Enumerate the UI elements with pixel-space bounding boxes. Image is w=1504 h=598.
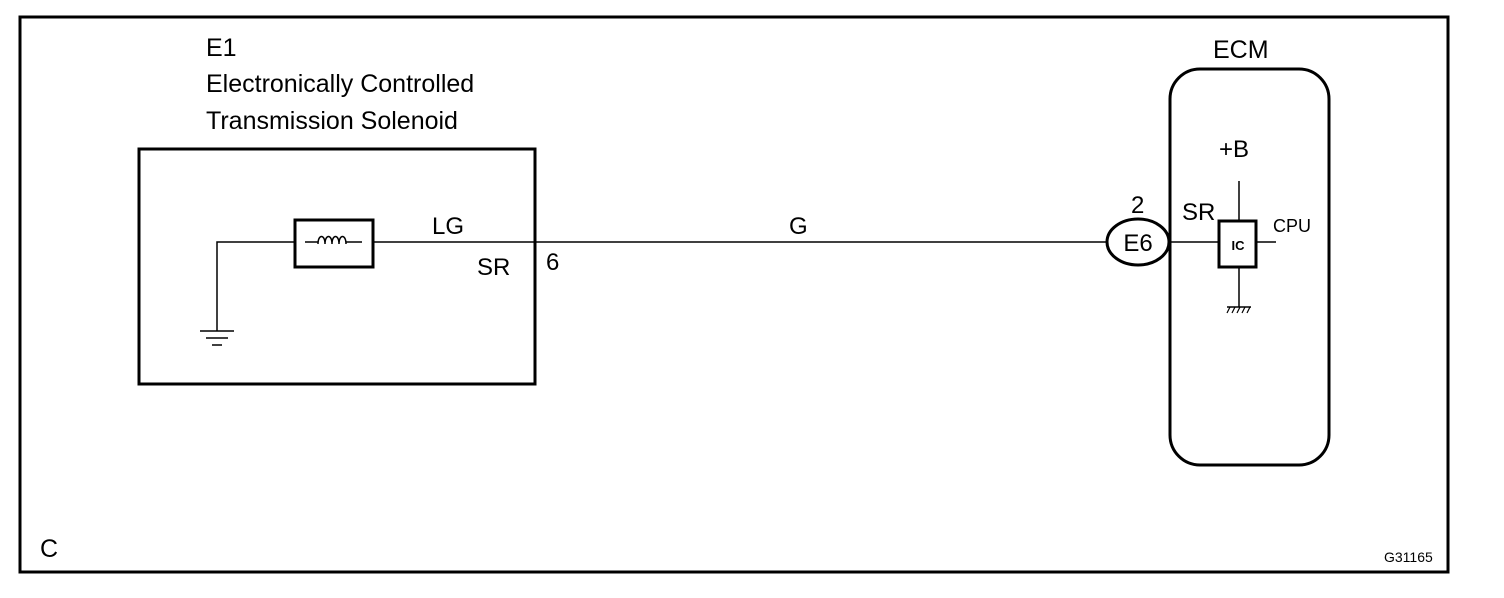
diagram-frame xyxy=(18,15,1450,574)
cpu-label: CPU xyxy=(1273,216,1311,236)
corner-label: C xyxy=(40,535,58,563)
solenoid-coil-icon xyxy=(293,218,375,269)
ecm-pin-number: 2 xyxy=(1131,192,1144,219)
ic-chip xyxy=(1217,219,1258,269)
e1-pin-number: 6 xyxy=(546,249,559,276)
figure-code: G31165 xyxy=(1384,549,1433,565)
connector-e6-label: E6 xyxy=(1123,230,1152,257)
e1-wire-color-label: LG xyxy=(432,213,464,240)
e1-name-line1: Electronically Controlled xyxy=(206,70,474,98)
solenoid-ground-wire xyxy=(216,241,295,331)
e1-component-box xyxy=(137,147,537,386)
e1-id-label: E1 xyxy=(206,34,237,62)
chassis-ground-icon xyxy=(1226,306,1251,314)
ground-symbol-icon xyxy=(200,330,234,346)
ecm-terminal-label: SR xyxy=(1182,199,1215,226)
ecm-title: ECM xyxy=(1213,36,1269,64)
ecm-box xyxy=(1168,67,1331,467)
ic-label: IC xyxy=(1232,238,1246,253)
wire-color-label: G xyxy=(789,213,808,240)
supply-label: +B xyxy=(1219,136,1249,163)
e1-terminal-label: SR xyxy=(477,254,510,281)
e1-name-line2: Transmission Solenoid xyxy=(206,107,458,135)
